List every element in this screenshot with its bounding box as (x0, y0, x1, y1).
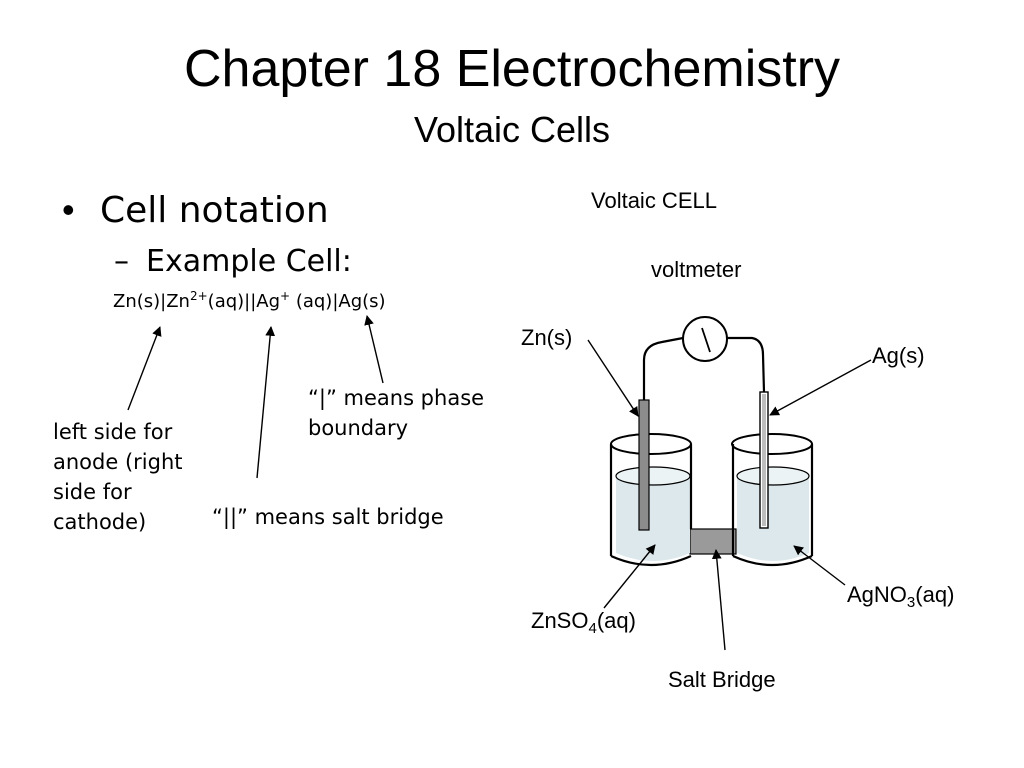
right-solution-surface (736, 466, 810, 486)
znso4-solution-label: ZnSO4(aq) (531, 608, 636, 637)
salt-bridge-note: “||” means salt bridge (212, 505, 444, 529)
silver-electrode-label: Ag(s) (872, 343, 925, 368)
voltmeter-label: voltmeter (651, 257, 742, 282)
bullet-cell-notation: • Cell notation (62, 188, 329, 233)
notation-arrows (127, 315, 384, 479)
right-solution (737, 469, 809, 561)
bullet-text: Cell notation (100, 190, 329, 231)
arrow-anode (127, 326, 162, 411)
left-solution-surface (615, 466, 691, 486)
left-solution (616, 469, 690, 561)
arrow-ag-label (769, 359, 872, 416)
agno3-solution-label: AgNO3(aq) (847, 582, 955, 611)
arrow-agno3-label (793, 545, 846, 586)
sub-bullet-mark: – (114, 244, 129, 279)
arrow-zn-label (587, 339, 639, 417)
right-beaker (731, 391, 814, 567)
voltmeter-needle (701, 327, 711, 353)
left-wire (642, 336, 684, 400)
diagram-arrows (587, 339, 872, 651)
sub-bullet-text: Example Cell: (146, 244, 352, 279)
salt-bridge-tube (689, 528, 737, 555)
cell-notation: Zn(s)|Zn2+(aq)||Ag+ (aq)|Ag(s) (113, 289, 386, 312)
arrow-salt-bridge-label (711, 549, 726, 651)
right-wire (727, 336, 766, 393)
left-beaker (609, 399, 693, 567)
arrow-phase-boundary (364, 315, 384, 384)
anode-note: left side for anode (right side for cath… (53, 420, 183, 534)
zinc-electrode-label: Zn(s) (521, 325, 573, 350)
diagram-caption: Voltaic CELL (591, 188, 717, 213)
slide-subtitle: Voltaic Cells (413, 109, 611, 150)
arrow-salt-bridge (256, 326, 276, 479)
phase-boundary-note: “|” means phase boundary (308, 386, 485, 440)
sub-bullet-example-cell: –Example Cell: (114, 243, 352, 281)
salt-bridge-label: Salt Bridge (668, 667, 776, 692)
arrow-znso4-label (603, 544, 656, 609)
slide-title: Chapter 18 Electrochemistry (183, 40, 841, 98)
left-beaker-rim (610, 433, 692, 455)
zinc-electrode (638, 399, 650, 531)
right-beaker-rim (731, 433, 813, 455)
bullet-mark: • (62, 189, 75, 230)
